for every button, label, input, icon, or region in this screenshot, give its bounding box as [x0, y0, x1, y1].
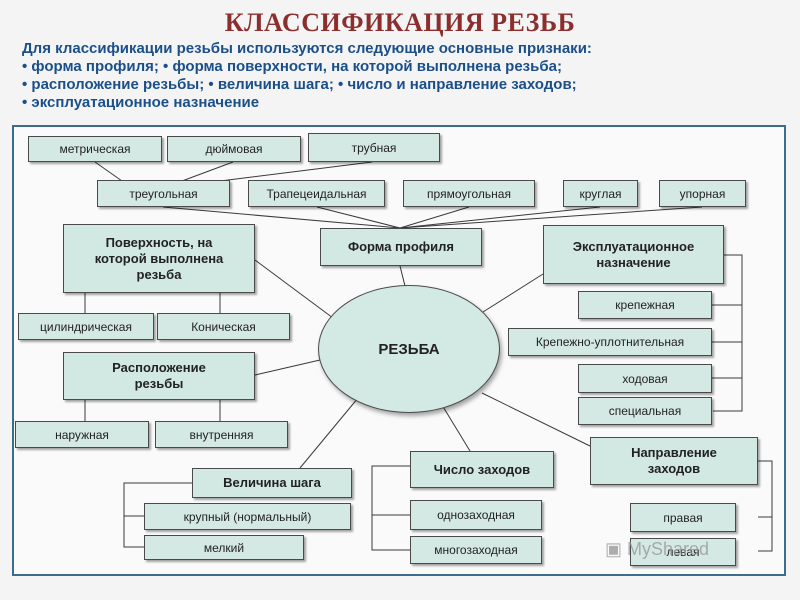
fastening-sealing-box: Крепежно-уплотнительная	[508, 328, 712, 356]
metric-box: метрическая	[28, 136, 162, 162]
cylindrical-box: цилиндрическая	[18, 313, 154, 340]
buttress-box: упорная	[659, 180, 746, 207]
page-title: КЛАССИФИКАЦИЯ РЕЗЬБ	[224, 8, 576, 37]
starts-head: Число заходов	[410, 451, 554, 488]
watermark-logo: ▣ MyShared	[605, 535, 709, 561]
intro-line: • расположение резьбы; • величина шага; …	[22, 76, 577, 93]
external-box: наружная	[15, 421, 149, 448]
pitch-head: Величина шага	[192, 468, 352, 498]
surface-head: Поверхность, на которой выполнена резьба	[63, 224, 255, 293]
pipe-box: трубная	[308, 133, 440, 162]
internal-box: внутренняя	[155, 421, 288, 448]
coarse-pitch-box: крупный (нормальный)	[144, 503, 351, 530]
location-head: Расположение резьбы	[63, 352, 255, 400]
presentation-icon: ▣	[605, 539, 628, 559]
fine-pitch-box: мелкий	[144, 535, 304, 560]
round-box: круглая	[563, 180, 638, 207]
single-start-box: однозаходная	[410, 500, 542, 530]
inch-box: дюймовая	[167, 136, 301, 162]
trapezoidal-box: Трапецеидальная	[248, 180, 385, 207]
multi-start-box: многозаходная	[410, 536, 542, 564]
right-direction-box: правая	[630, 503, 736, 532]
intro-line: • форма профиля; • форма поверхности, на…	[22, 58, 562, 75]
special-box: специальная	[578, 397, 712, 425]
watermark-text: MyShared	[627, 539, 710, 559]
rectangular-box: прямоугольная	[403, 180, 535, 207]
left-direction-box: левая	[630, 538, 736, 566]
fastening-box: крепежная	[578, 291, 712, 319]
triangular-box: треугольная	[97, 180, 230, 207]
intro-line: • эксплуатационное назначение	[22, 94, 260, 111]
intro-line: Для классификации резьбы используются сл…	[22, 40, 592, 57]
running-box: ходовая	[578, 364, 712, 393]
purpose-head: Эксплуатационное назначение	[543, 225, 724, 284]
thread-center-node: РЕЗЬБА	[318, 285, 500, 413]
profile-head: Форма профиля	[320, 228, 482, 266]
direction-head: Направление заходов	[590, 437, 758, 485]
conical-box: Коническая	[157, 313, 290, 340]
intro-text: Для классификации резьбы используются сл…	[22, 40, 792, 112]
